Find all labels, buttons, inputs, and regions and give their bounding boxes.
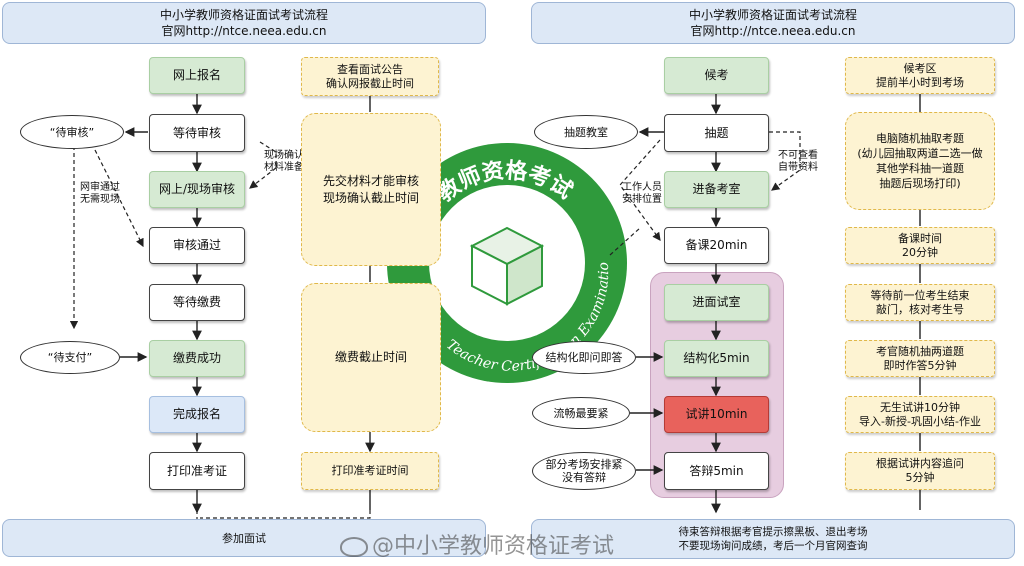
structured-qa-oval: 结构化即问即答 — [532, 341, 636, 374]
right-header-site: 官网http://ntce.neea.edu.cn — [690, 24, 856, 38]
onsite-confirm-note: 现场确认 材料准备 — [264, 150, 304, 173]
online-signup-step: 网上报名 — [149, 57, 245, 94]
computer-draw-label: 电脑随机抽取考题 (幼儿园抽取两道二选一做 其他学科抽一道题 抽题后现场打印) — [857, 132, 983, 190]
defense-step: 答辩5min — [664, 452, 769, 490]
follow-up-label: 根据试讲内容追问 5分钟 — [876, 457, 964, 484]
pending-review-oval: “待审核” — [20, 115, 124, 149]
right-header-title: 中小学教师资格证面试考试流程 — [688, 8, 857, 22]
signup-complete-step: 完成报名 — [149, 396, 245, 433]
enter-prep-room-label: 进备考室 — [692, 182, 741, 196]
structured-step: 结构化5min — [664, 340, 769, 377]
review-passed-step: 审核通过 — [149, 227, 245, 264]
some-no-defense-label: 部分考场安排紧 没有答辩 — [545, 458, 623, 484]
print-ticket-step: 打印准考证 — [149, 452, 245, 490]
left-footer: 参加面试 — [2, 519, 486, 557]
check-notice-box: 查看面试公告 确认网报截止时间 — [301, 57, 439, 96]
wait-review-label: 等待审核 — [172, 125, 221, 140]
right-header: 中小学教师资格证面试考试流程 官网http://ntce.neea.edu.cn — [531, 2, 1015, 44]
pending-payment-oval: “待支付” — [20, 341, 120, 374]
examiner-questions-label: 考官随机抽两道题 即时作答5分钟 — [876, 344, 964, 372]
weibo-icon — [340, 537, 368, 557]
waiting-area-label: 候考区 提前半小时到考场 — [876, 61, 964, 89]
cube-icon — [469, 226, 545, 306]
watermark-text: @中小学教师资格证考试 — [372, 534, 615, 559]
left-header-site: 官网http://ntce.neea.edu.cn — [161, 24, 327, 38]
trial-lecture-step: 试讲10min — [664, 396, 769, 433]
online-onsite-review-label: 网上/现场审核 — [158, 182, 236, 196]
print-ticket-label: 打印准考证 — [166, 463, 227, 478]
enter-interview-room-step: 进面试室 — [664, 284, 769, 321]
payment-deadline-label: 缴费截止时间 — [334, 350, 407, 364]
right-footer: 待束答辩根据考官提示擦黑板、退出考场 不要现场询问成绩，考后一个月官网查询 — [531, 519, 1015, 559]
draw-room-oval: 抽题教室 — [534, 115, 638, 149]
draw-room-label: 抽题教室 — [564, 125, 608, 139]
attend-interview-label: 参加面试 — [222, 532, 266, 545]
wait-previous-box: 等待前一位考生结束 敲门，核对考生号 — [845, 284, 995, 321]
trial-lecture-label: 试讲10min — [685, 407, 748, 421]
structured-qa-label: 结构化即问即答 — [545, 351, 623, 364]
structured-label: 结构化5min — [683, 351, 750, 365]
wait-payment-step: 等待缴费 — [149, 284, 245, 321]
computer-draw-box: 电脑随机抽取考题 (幼儿园抽取两道二选一做 其他学科抽一道题 抽题后现场打印) — [845, 112, 995, 210]
wait-review-step: 等待审核 — [149, 114, 245, 152]
signup-complete-label: 完成报名 — [172, 407, 221, 421]
weibo-watermark: @中小学教师资格证考试 — [340, 528, 614, 560]
left-header: 中小学教师资格证面试考试流程 官网http://ntce.neea.edu.cn — [2, 2, 486, 44]
enter-interview-room-label: 进面试室 — [692, 295, 741, 309]
wait-exam-step: 候考 — [664, 57, 769, 94]
print-ticket-time-label: 打印准考证时间 — [331, 464, 409, 477]
no-student-lecture-label: 无生试讲10分钟 导入-新授-巩固小结-作业 — [859, 400, 981, 428]
pending-payment-label: “待支付” — [47, 351, 93, 364]
some-no-defense-oval: 部分考场安排紧 没有答辩 — [532, 452, 636, 490]
wait-previous-label: 等待前一位考生结束 敲门，核对考生号 — [870, 288, 970, 316]
defense-label: 答辩5min — [689, 463, 744, 478]
follow-up-box: 根据试讲内容追问 5分钟 — [845, 452, 995, 490]
payment-success-step: 缴费成功 — [149, 340, 245, 377]
draw-label: 抽题 — [704, 125, 729, 140]
check-notice-label: 查看面试公告 确认网报截止时间 — [326, 62, 414, 90]
draw-step: 抽题 — [664, 114, 769, 152]
waiting-area-box: 候考区 提前半小时到考场 — [845, 57, 995, 94]
wait-exam-label: 候考 — [704, 68, 729, 82]
review-passed-label: 审核通过 — [172, 238, 221, 252]
fluency-oval: 流畅最要紧 — [532, 397, 630, 429]
prep-time-label: 备课时间 20分钟 — [898, 231, 942, 259]
prep-time-box: 备课时间 20分钟 — [845, 227, 995, 264]
online-signup-label: 网上报名 — [172, 68, 221, 82]
right-footer-text: 待束答辩根据考官提示擦黑板、退出考场 不要现场询问成绩，考后一个月官网查询 — [678, 526, 868, 552]
enter-prep-room-step: 进备考室 — [664, 171, 769, 208]
online-pass-note: 网审通过 无需现场 — [80, 182, 120, 205]
print-ticket-time-box: 打印准考证时间 — [301, 452, 439, 490]
online-onsite-review-step: 网上/现场审核 — [149, 171, 245, 208]
submit-materials-label: 先交材料才能审核 现场确认截止时间 — [322, 173, 419, 205]
no-materials-note: 不可查看 自带资料 — [778, 150, 818, 173]
pending-review-label: “待审核” — [49, 125, 95, 139]
staff-note: 工作人员 安排位置 — [622, 182, 662, 205]
no-student-lecture-box: 无生试讲10分钟 导入-新授-巩固小结-作业 — [845, 396, 995, 433]
payment-deadline-box: 缴费截止时间 — [301, 283, 441, 432]
submit-materials-box: 先交材料才能审核 现场确认截止时间 — [301, 113, 441, 266]
fluency-label: 流畅最要紧 — [553, 406, 609, 420]
payment-success-label: 缴费成功 — [172, 351, 221, 365]
wait-payment-label: 等待缴费 — [172, 295, 221, 309]
examiner-questions-box: 考官随机抽两道题 即时作答5分钟 — [845, 340, 995, 377]
prepare-label: 备课20min — [685, 238, 748, 252]
prepare-step: 备课20min — [664, 227, 769, 264]
left-header-title: 中小学教师资格证面试考试流程 — [159, 8, 328, 22]
